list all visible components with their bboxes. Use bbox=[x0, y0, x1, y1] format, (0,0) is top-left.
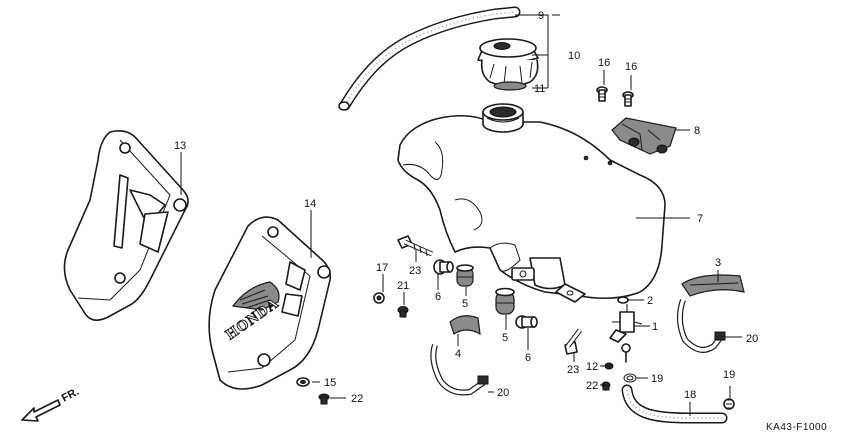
callout-15: 15 bbox=[324, 377, 336, 389]
callout-22b: 22 bbox=[351, 393, 363, 405]
callout-20b: 20 bbox=[497, 387, 509, 399]
callout-6b: 6 bbox=[525, 352, 531, 364]
fuel-valve bbox=[609, 304, 643, 363]
bolt-21 bbox=[397, 306, 409, 318]
callout-13: 13 bbox=[174, 140, 186, 152]
bolt-23b bbox=[564, 328, 582, 355]
callout-3: 3 bbox=[715, 257, 721, 269]
direction-label: FR. bbox=[60, 386, 81, 405]
callout-20a: 20 bbox=[746, 333, 758, 345]
callout-labels: 9 10 11 16 16 8 13 7 14 3 17 23 6 5 21 2… bbox=[174, 10, 758, 405]
bolt-22b bbox=[318, 393, 330, 405]
washer-2 bbox=[617, 296, 629, 304]
callout-4: 4 bbox=[455, 348, 461, 360]
strap-20a bbox=[430, 344, 489, 396]
callout-16a: 16 bbox=[598, 57, 610, 69]
callout-5b: 5 bbox=[502, 332, 508, 344]
callout-14: 14 bbox=[304, 198, 316, 210]
bolt-23a bbox=[397, 235, 434, 257]
cushion-4 bbox=[449, 315, 481, 336]
callout-5a: 5 bbox=[462, 298, 468, 310]
callout-6a: 6 bbox=[435, 291, 441, 303]
callout-11: 11 bbox=[534, 83, 545, 95]
callout-17: 17 bbox=[376, 262, 388, 274]
collar-6b bbox=[515, 315, 538, 329]
callout-22a: 22 bbox=[586, 380, 598, 392]
shroud-13 bbox=[63, 130, 189, 321]
callout-7: 7 bbox=[697, 213, 703, 225]
callout-1: 1 bbox=[652, 321, 658, 333]
front-direction-arrow: FR. bbox=[21, 386, 81, 422]
callout-16b: 16 bbox=[625, 61, 637, 73]
callout-9: 9 bbox=[538, 10, 544, 22]
callout-2: 2 bbox=[647, 295, 653, 307]
collar-6a bbox=[433, 259, 454, 275]
strap-20b bbox=[677, 299, 726, 353]
shroud-14: HONDA bbox=[208, 216, 332, 390]
callout-23a: 23 bbox=[409, 265, 421, 277]
callout-23b: 23 bbox=[567, 364, 579, 376]
grommet-5a bbox=[456, 264, 474, 287]
diagram-code: KA43-F1000 bbox=[766, 422, 827, 433]
callout-8: 8 bbox=[694, 125, 700, 137]
bolt-16b bbox=[622, 91, 634, 107]
callout-10: 10 bbox=[568, 50, 580, 62]
callout-12: 12 bbox=[586, 361, 598, 373]
callout-19a: 19 bbox=[651, 373, 663, 385]
tank-bracket bbox=[611, 117, 677, 155]
bolt-16a bbox=[596, 86, 608, 102]
washer-15 bbox=[296, 377, 310, 387]
breather-hose bbox=[338, 6, 521, 111]
callout-19b: 19 bbox=[723, 369, 735, 381]
callout-18: 18 bbox=[684, 389, 696, 401]
bolt-22a bbox=[601, 381, 611, 391]
cushion-3 bbox=[681, 274, 745, 297]
leader-lines bbox=[180, 14, 742, 416]
fuel-hose bbox=[621, 384, 728, 424]
washer-17 bbox=[373, 292, 385, 304]
clip-19a bbox=[623, 373, 637, 383]
clip-19b bbox=[723, 398, 735, 410]
grommet-5b bbox=[495, 287, 515, 315]
fuel-cap bbox=[477, 38, 539, 91]
callout-21: 21 bbox=[397, 280, 409, 292]
